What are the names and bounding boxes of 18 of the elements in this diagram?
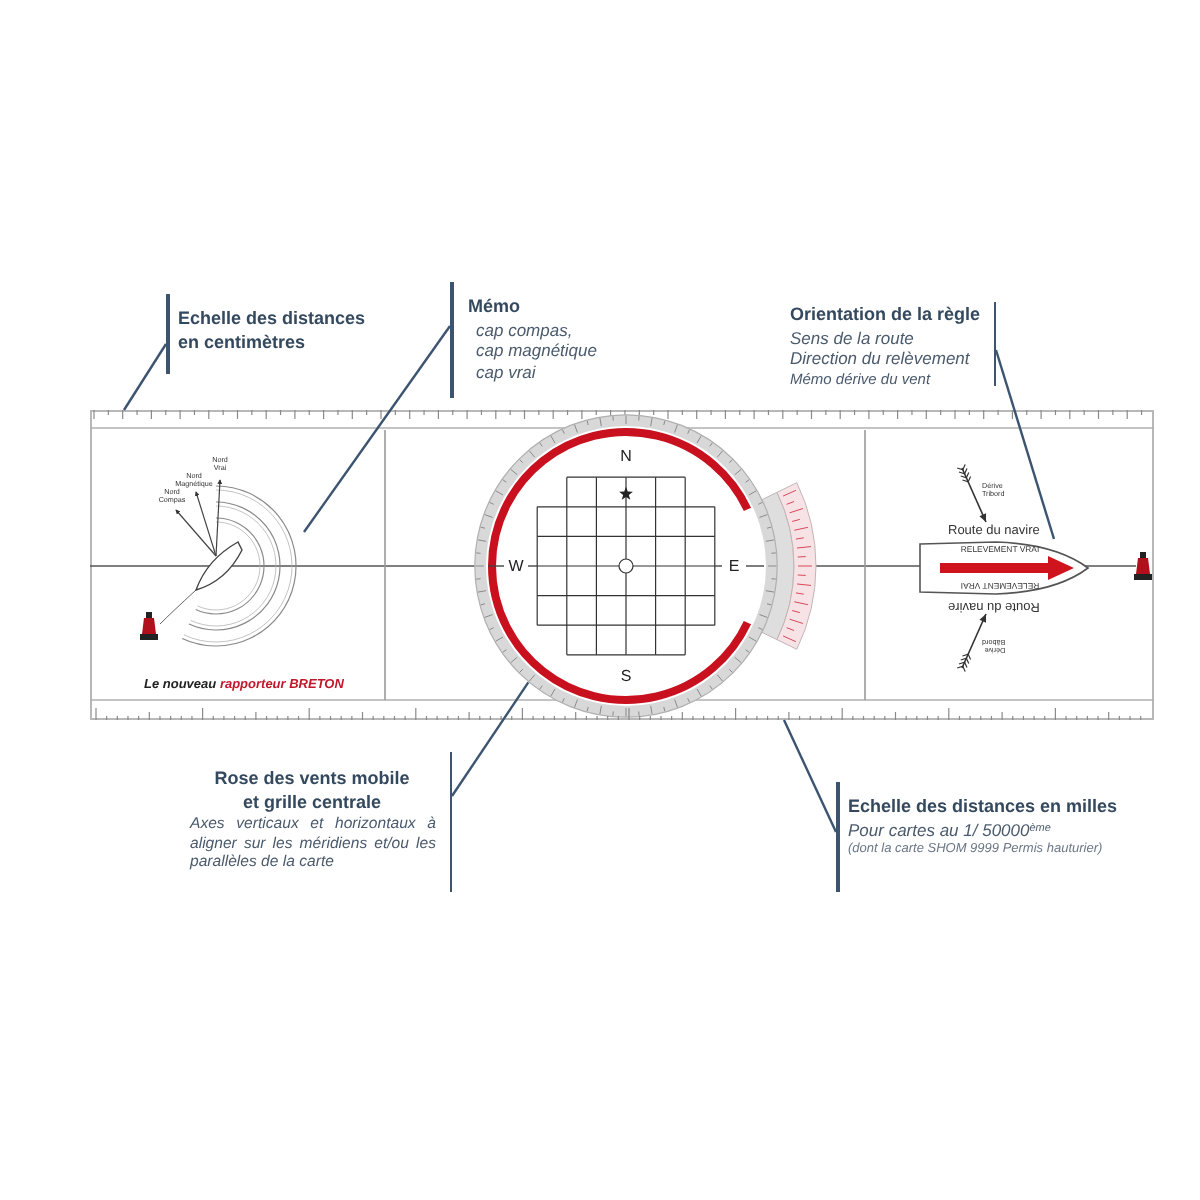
compass-point-label: W (508, 557, 524, 575)
compass-point-label: S (620, 667, 632, 685)
callout-text: cap compas, cap magnétique cap vrai (476, 319, 599, 382)
leader-line (123, 343, 167, 411)
callout-text: Sens de la route (790, 327, 914, 348)
callout-heading: Rose des vents mobile et grille centrale (212, 768, 412, 814)
callout-heading: Echelle des distances en milles (848, 796, 1118, 819)
leader-line (782, 719, 838, 833)
leader-line (451, 681, 530, 797)
compass-point-label: E (728, 557, 740, 575)
callout-heading: Orientation de la règle (790, 304, 981, 327)
callout-text: Pour cartes au 1/ 50000$^{ème}$ (848, 819, 1051, 840)
callout-text: Direction du relèvement (790, 348, 970, 369)
compass-point-label: N (620, 447, 632, 465)
leader-line (303, 325, 451, 533)
callout-heading: Echelle des distances en centimètres (178, 306, 368, 354)
leader-line (994, 349, 1056, 540)
callout-heading: Mémo (468, 296, 521, 319)
